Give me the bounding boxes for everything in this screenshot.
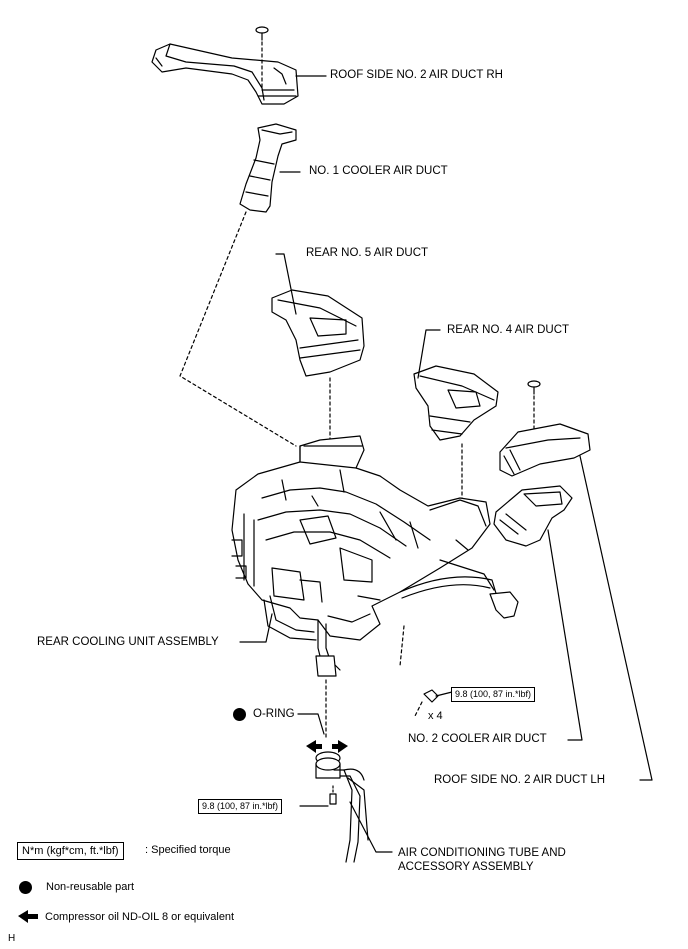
no2-cooler-air-duct-part bbox=[493, 485, 573, 547]
rear-no5-air-duct-part bbox=[271, 289, 365, 377]
leader-ac-tube bbox=[349, 801, 393, 853]
bolt-part-upper bbox=[413, 689, 453, 719]
roof-side-air-duct-lh-part bbox=[499, 423, 591, 477]
rear-cooling-unit-part bbox=[231, 435, 495, 641]
clip-part bbox=[255, 26, 269, 41]
torque-spec-upper: 9.8 (100, 87 in.*lbf) bbox=[451, 687, 536, 702]
label-rear-no4-duct: REAR NO. 4 AIR DUCT bbox=[447, 324, 570, 336]
no1-cooler-air-duct-part bbox=[239, 123, 297, 213]
leader-roof-side-lh bbox=[579, 455, 653, 781]
leader-rear-cooling bbox=[239, 613, 273, 643]
leader-rear-no5 bbox=[275, 253, 297, 315]
label-no1-cooler-duct: NO. 1 COOLER AIR DUCT bbox=[309, 165, 448, 177]
clip-part-lh bbox=[527, 380, 541, 395]
label-ac-tube-assembly-2: ACCESSORY ASSEMBLY bbox=[398, 861, 534, 873]
legend-non-reusable-icon bbox=[19, 881, 32, 894]
label-rear-cooling-unit: REAR COOLING UNIT ASSEMBLY bbox=[37, 636, 219, 648]
label-no2-cooler-duct: NO. 2 COOLER AIR DUCT bbox=[408, 733, 547, 745]
label-rear-no5-duct: REAR NO. 5 AIR DUCT bbox=[306, 247, 429, 259]
leader-no2-cooler bbox=[547, 529, 583, 741]
legend-non-reusable-text: Non-reusable part bbox=[46, 881, 135, 893]
bolt-quantity: x 4 bbox=[428, 710, 443, 722]
legend-torque-desc: : Specified torque bbox=[145, 844, 231, 856]
legend-oil-text: Compressor oil ND-OIL 8 or equivalent bbox=[45, 911, 235, 923]
oil-arrow-icon bbox=[306, 740, 348, 753]
air-conditioning-tube-part bbox=[315, 751, 369, 863]
non-reusable-icon bbox=[233, 708, 246, 721]
leader-rear-no4 bbox=[417, 329, 441, 379]
bolt-part-lower bbox=[329, 785, 337, 805]
legend-torque-unit: N*m (kgf*cm, ft.*lbf) bbox=[17, 842, 124, 860]
label-roof-side-duct-lh: ROOF SIDE NO. 2 AIR DUCT LH bbox=[434, 774, 606, 786]
label-ac-tube-assembly-1: AIR CONDITIONING TUBE AND bbox=[398, 847, 566, 859]
label-roof-side-duct-rh: ROOF SIDE NO. 2 AIR DUCT RH bbox=[330, 69, 503, 81]
legend-oil-arrow-icon bbox=[18, 910, 38, 923]
footer-code: H bbox=[8, 933, 16, 944]
torque-spec-lower: 9.8 (100, 87 in.*lbf) bbox=[198, 799, 283, 814]
rear-no4-air-duct-part bbox=[413, 365, 499, 441]
label-o-ring: O-RING bbox=[253, 708, 295, 720]
roof-side-air-duct-rh-part bbox=[151, 43, 299, 105]
